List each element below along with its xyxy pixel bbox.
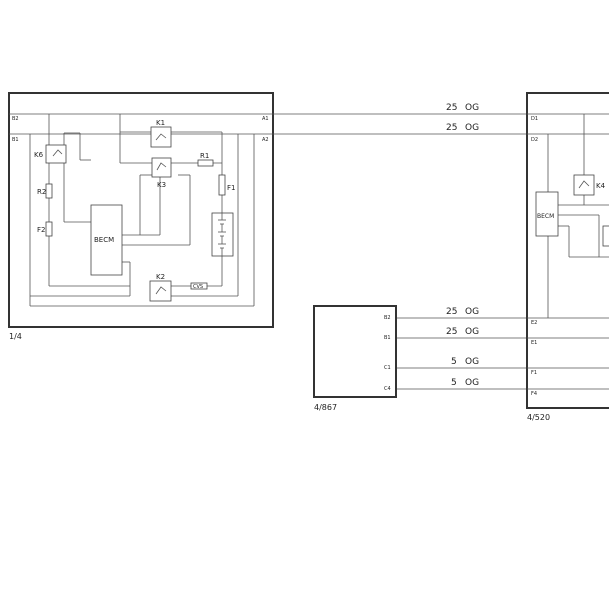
resistor-r2-label: R2 [37,188,46,196]
wire-4-size: 25 [446,327,457,337]
becm-module-2: BECM [535,191,559,237]
pin-b2-867: B2 [384,315,391,321]
wire-2-size: 25 [446,123,457,133]
fuse-f2-label: F2 [37,226,45,234]
unit-1-4-internal-wiring [9,113,273,307]
pin-e1-520: E1 [531,340,537,346]
relay-k4: K4 [573,174,606,196]
fuse-f1-label: F1 [227,184,235,192]
wire-1-color: OG [465,103,479,113]
relay-k2: K2 [149,273,172,302]
battery-symbol [211,212,234,257]
relay-k6: K6 [34,144,67,164]
pin-b2: B2 [12,116,19,122]
wire-1-size: 25 [446,103,457,113]
pin-f4-520: F4 [531,391,537,397]
relay-k1: K1 [150,119,172,148]
unit-1-4-label: 1/4 [9,332,22,341]
pin-b1: B1 [12,137,19,143]
becm-label: BECM [94,236,114,244]
relay-k3-label: K3 [157,181,166,189]
unit-4-520-internal-wiring [527,113,609,390]
unit-1-4-frame [8,92,274,328]
wire-4-color: OG [465,327,479,337]
resistor-r1-label: R1 [200,152,209,160]
unit-4-867: 4/867 B2 B1 C1 C4 [313,305,397,412]
resistor-r2: R2 [37,183,53,199]
unit-4-867-label: 4/867 [314,403,337,412]
battery-symbol-2 [602,225,609,247]
unit-1-4: 1/4 B2 B1 A1 A2 [8,92,274,341]
resistor-r1: R1 [197,152,214,167]
relay-k2-label: K2 [156,273,165,281]
cvs-sensor: CVS [190,282,208,290]
unit-4-520: 4/520 D1 D2 E2 E1 F1 F4 K4 [526,92,609,422]
becm-module: BECM [90,204,123,276]
pin-d1-520: D1 [531,116,538,122]
relay-k1-label: K1 [156,119,165,127]
pin-a2: A2 [262,137,269,143]
wire-2-color: OG [465,123,479,133]
cvs-label: CVS [193,284,203,290]
pin-a1: A1 [262,116,269,122]
wire-6-color: OG [465,378,479,388]
becm-2-label: BECM [537,213,554,220]
wire-3-color: OG [465,307,479,317]
wire-6-size: 5 [451,378,457,388]
fuse-f2: F2 [37,221,53,237]
pin-c4-867: C4 [384,386,391,392]
fuse-f1: F1 [218,174,235,196]
unit-4-867-frame [313,305,397,398]
wire-5-color: OG [465,357,479,367]
wire-3-size: 25 [446,307,457,317]
pin-b1-867: B1 [384,335,391,341]
pin-c1-867: C1 [384,365,391,371]
relay-k6-label: K6 [34,151,44,159]
relay-k4-label: K4 [596,182,606,190]
interconnect-wires: 25 OG 25 OG 25 OG 25 OG 5 OG 5 OG [273,103,527,390]
relay-k3: K3 [151,157,172,189]
pin-e2-520: E2 [531,320,537,326]
pin-f1-520: F1 [531,370,537,376]
wire-5-size: 5 [451,357,457,367]
pin-d2-520: D2 [531,137,538,143]
unit-4-520-label: 4/520 [527,413,550,422]
